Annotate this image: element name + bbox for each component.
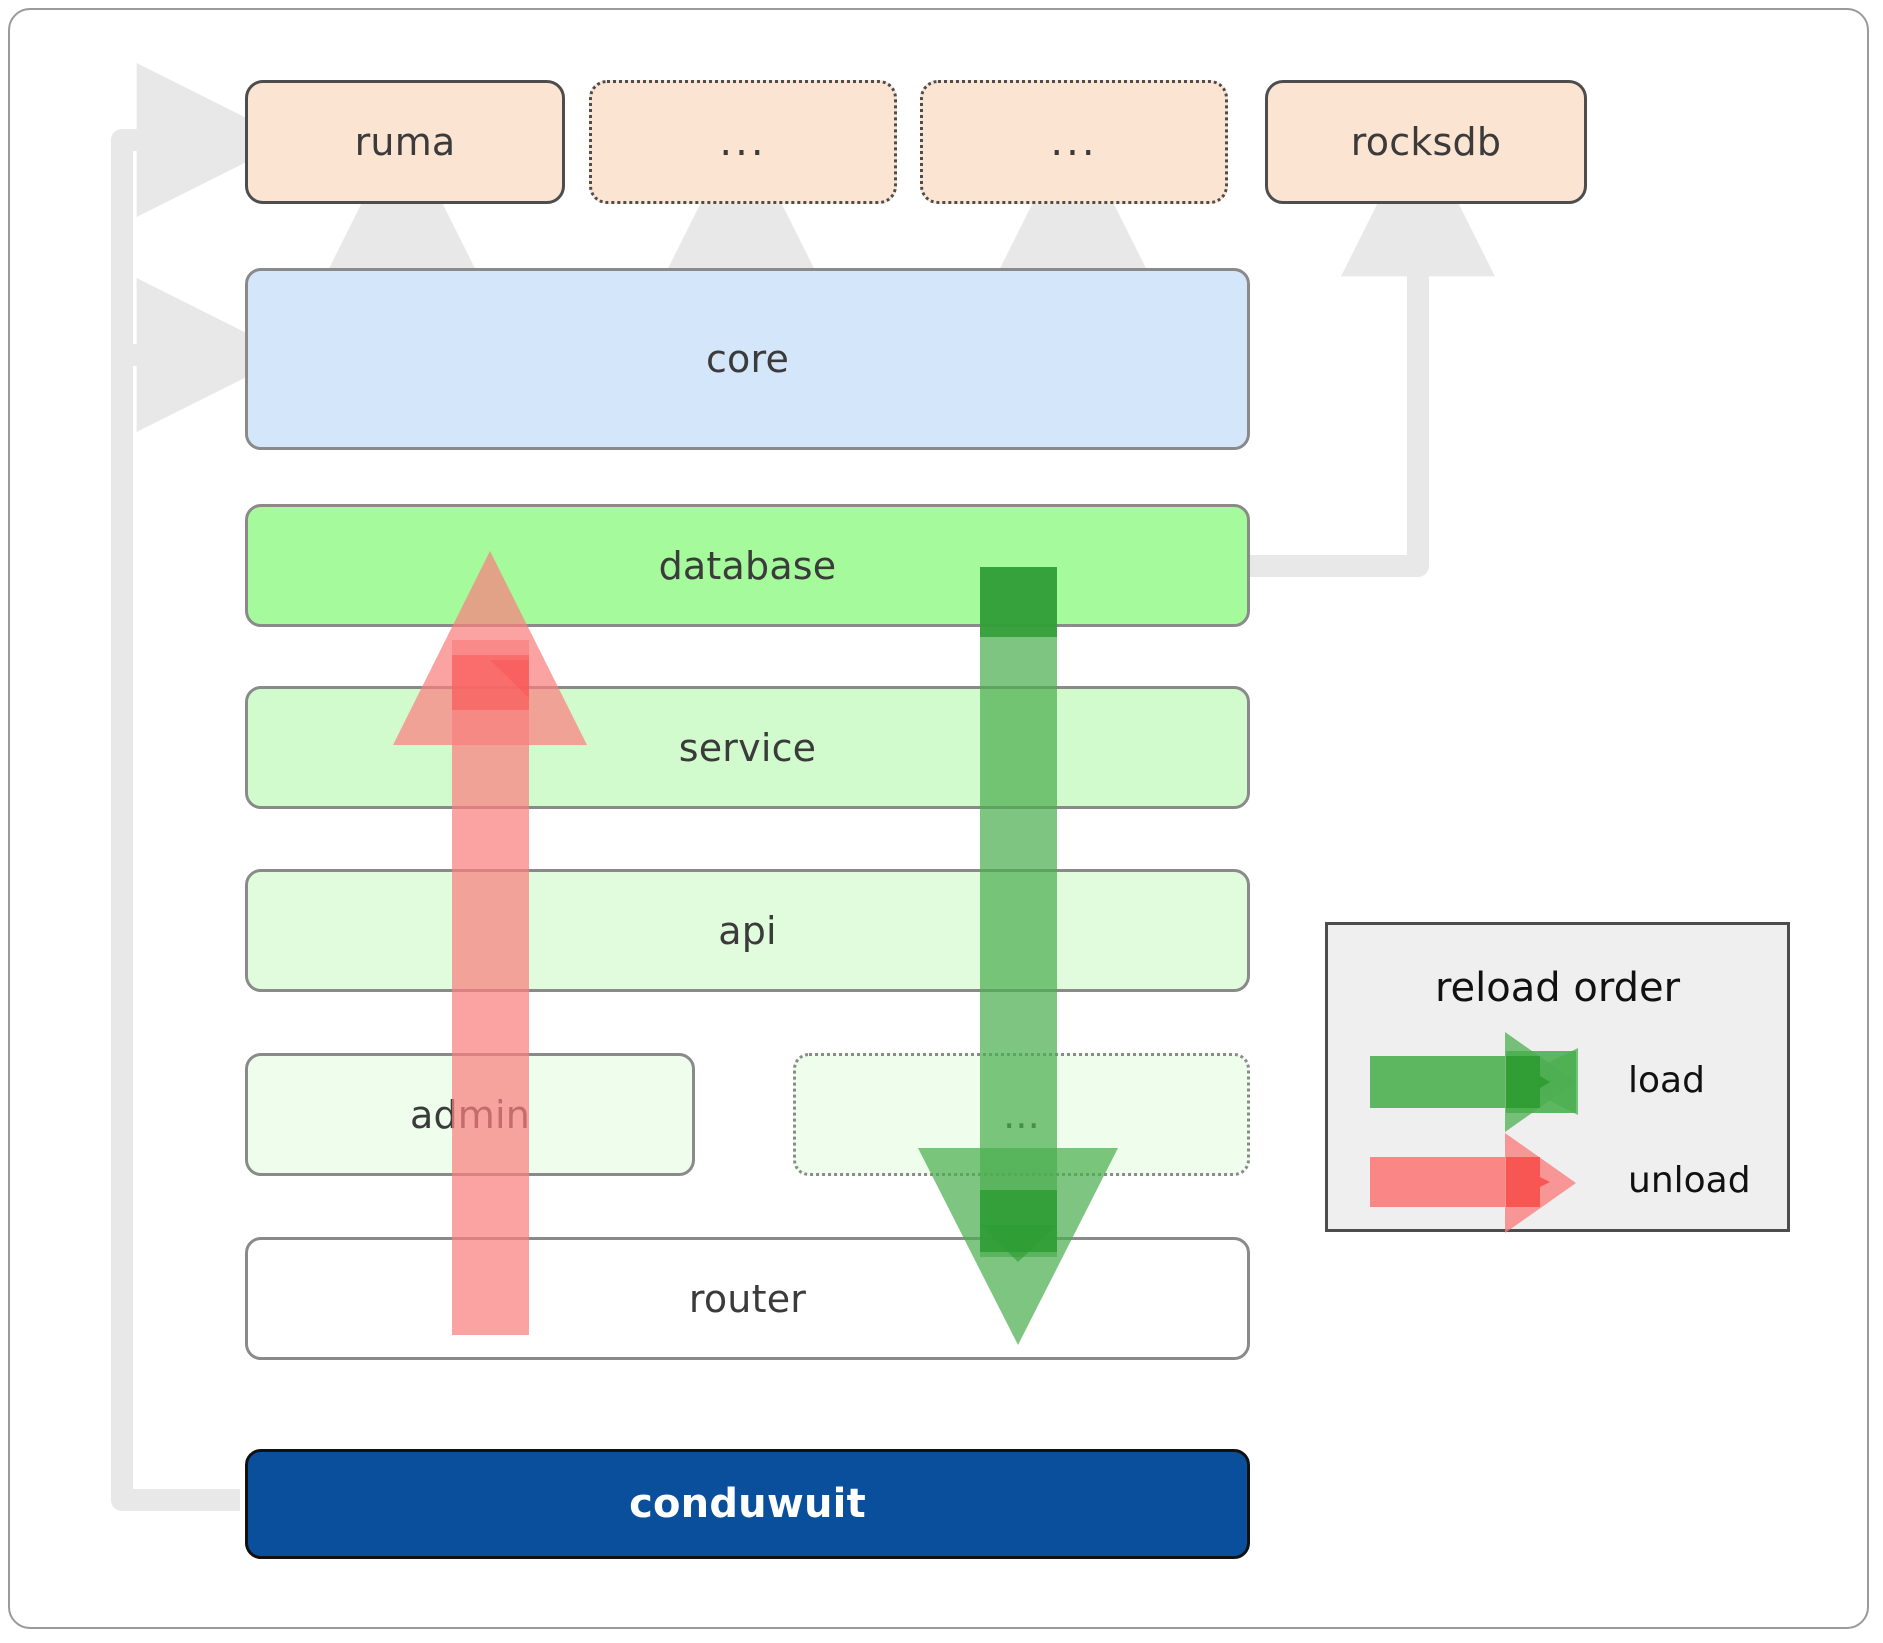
- dependency-box-ruma[interactable]: ruma: [245, 80, 565, 204]
- layer-label-ellipsis: ...: [1003, 1092, 1040, 1137]
- legend-panel: reload order load unload: [1325, 922, 1790, 1233]
- layer-box-database[interactable]: database: [245, 504, 1250, 627]
- layer-label-database: database: [658, 543, 837, 588]
- layer-label-router: router: [688, 1276, 807, 1321]
- dependency-box-ellipsis-2[interactable]: ...: [920, 80, 1228, 204]
- diagram-frame: [8, 8, 1869, 1629]
- layer-label-api: api: [718, 908, 777, 953]
- layer-box-service[interactable]: service: [245, 686, 1250, 809]
- layer-label-admin: admin: [409, 1092, 531, 1137]
- legend-label-load: load: [1628, 1060, 1705, 1101]
- layer-box-router[interactable]: router: [245, 1237, 1250, 1360]
- layer-label-core: core: [705, 337, 790, 381]
- layer-label-service: service: [678, 725, 817, 770]
- dependency-label-ruma: ruma: [354, 120, 456, 164]
- dependency-label-ellipsis-1: ...: [719, 119, 767, 165]
- dependency-label-rocksdb: rocksdb: [1350, 120, 1502, 164]
- application-label: conduwuit: [629, 1481, 866, 1527]
- legend-load-arrow-icon: [1370, 1032, 1578, 1132]
- dependency-box-ellipsis-1[interactable]: ...: [589, 80, 897, 204]
- application-box-conduwuit[interactable]: conduwuit: [245, 1449, 1250, 1559]
- layer-box-core[interactable]: core: [245, 268, 1250, 450]
- layer-box-admin[interactable]: admin: [245, 1053, 695, 1176]
- layer-box-api[interactable]: api: [245, 869, 1250, 992]
- legend-title: reload order: [1434, 965, 1681, 1011]
- layer-box-ellipsis[interactable]: ...: [793, 1053, 1250, 1176]
- legend-unload-arrow-icon: [1370, 1133, 1576, 1233]
- dependency-box-rocksdb[interactable]: rocksdb: [1265, 80, 1587, 204]
- legend-label-unload: unload: [1628, 1160, 1751, 1201]
- dependency-label-ellipsis-2: ...: [1050, 119, 1098, 165]
